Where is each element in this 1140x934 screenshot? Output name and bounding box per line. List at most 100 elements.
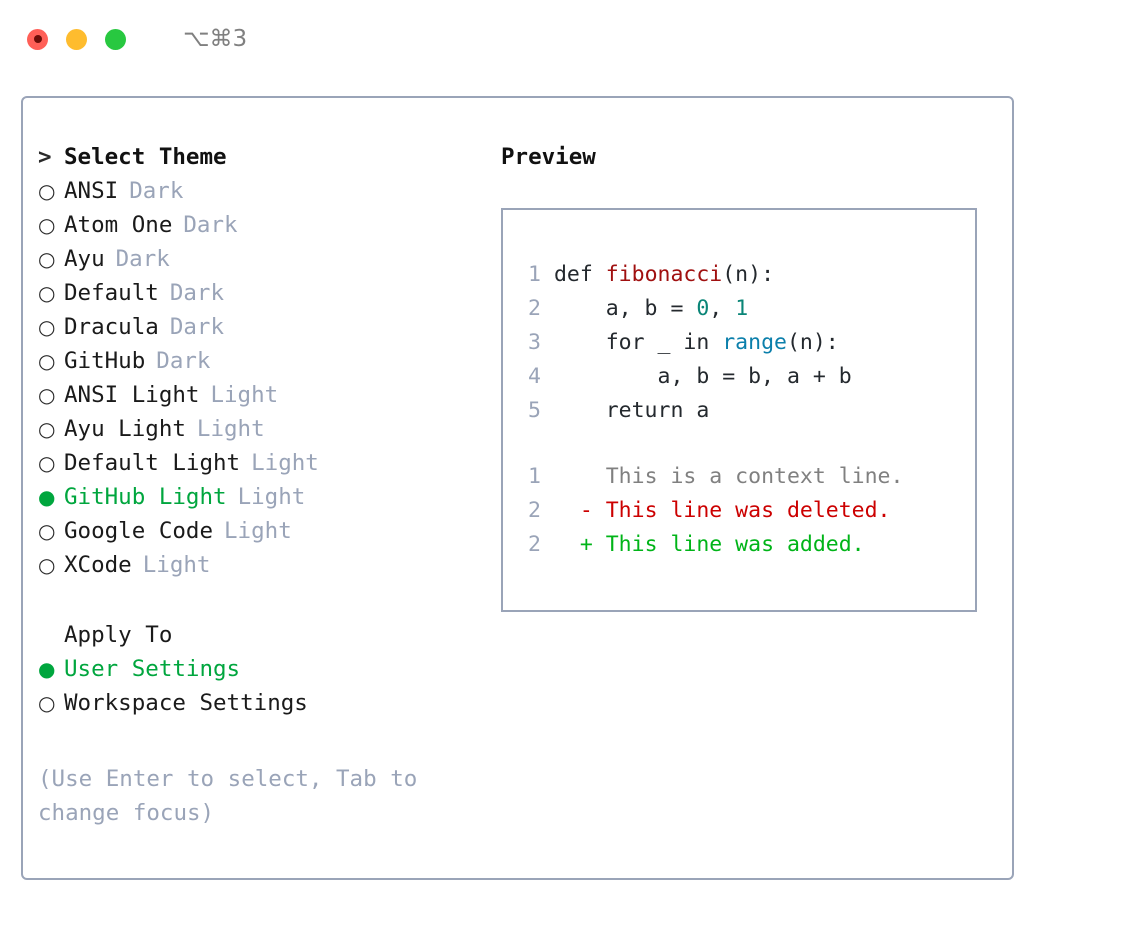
apply-to-marker-placeholder <box>38 623 64 647</box>
apply-to-title: Apply To <box>64 622 173 648</box>
theme-name: ANSI Light <box>64 382 200 408</box>
theme-list-item[interactable]: ○ Google Code Light <box>38 518 468 552</box>
code-line: 3 for _ in range(n): <box>519 326 852 360</box>
theme-name: GitHub <box>64 348 146 374</box>
theme-variant-badge: Light <box>142 552 211 578</box>
theme-name: Default <box>64 280 159 306</box>
diff-sign: + <box>541 532 606 557</box>
code-gutter-gap <box>541 364 554 389</box>
theme-list-item[interactable]: ○ ANSI Dark <box>38 178 468 212</box>
code-line-number: 2 <box>528 296 541 321</box>
code-token: , <box>709 296 736 321</box>
theme-variant-badge: Light <box>196 416 265 442</box>
diff-line-number: 2 <box>528 498 541 523</box>
theme-variant-badge: Light <box>224 518 292 544</box>
theme-name: Default Light <box>64 450 241 476</box>
code-token: 0 <box>696 296 710 321</box>
keyboard-hint-text: (Use Enter to select, Tab to change focu… <box>38 766 418 826</box>
apply-to-option[interactable]: ○ Workspace Settings <box>38 690 468 724</box>
diff-sample: 1 This is a context line.2 - This line w… <box>519 460 903 562</box>
diff-text: This line was deleted. <box>605 498 891 523</box>
diff-line: 1 This is a context line. <box>519 460 903 494</box>
minimize-button[interactable] <box>66 28 87 50</box>
code-token: (n): <box>786 330 839 355</box>
theme-variant-badge: Dark <box>129 178 184 204</box>
code-line-number: 4 <box>528 364 541 389</box>
caret-icon: > <box>38 144 52 170</box>
code-line-number: 3 <box>528 330 541 355</box>
apply-to-option-label: User Settings <box>64 656 241 682</box>
radio-unselected-icon: ○ <box>38 691 56 715</box>
code-token: a, b = b, a + b <box>553 364 852 389</box>
theme-name: Ayu Light <box>64 416 186 442</box>
diff-sign <box>541 464 606 489</box>
radio-unselected-icon: ○ <box>38 383 56 407</box>
radio-unselected-icon: ○ <box>38 417 56 441</box>
theme-name: ANSI <box>64 178 119 204</box>
theme-variant-badge: Light <box>237 484 306 510</box>
code-token: range <box>722 330 787 355</box>
code-token: fibonacci <box>605 262 723 287</box>
theme-name: GitHub Light <box>64 484 227 510</box>
code-gutter-gap <box>541 262 554 287</box>
apply-to-option-label: Workspace Settings <box>64 690 308 716</box>
diff-text: This is a context line. <box>605 464 904 489</box>
radio-unselected-icon: ○ <box>38 179 56 203</box>
radio-unselected-icon: ○ <box>38 213 56 237</box>
theme-list-item[interactable]: ● GitHub Light Light <box>38 484 468 518</box>
radio-selected-icon: ● <box>38 485 56 509</box>
code-token: a, b = <box>553 296 697 321</box>
code-line: 1 def fibonacci(n): <box>519 258 852 292</box>
theme-variant-badge: Light <box>210 382 279 408</box>
code-gutter-gap <box>541 398 554 423</box>
keyboard-shortcut-label: ⌥⌘3 <box>183 26 248 52</box>
theme-name: XCode <box>64 552 132 578</box>
theme-list-item[interactable]: ○ Ayu Dark <box>38 246 468 280</box>
diff-sign: - <box>541 498 606 523</box>
preview-box: 1 def fibonacci(n): 2 a, b = 0, 1 3 for _ … <box>501 208 977 612</box>
theme-variant-badge: Dark <box>183 212 238 238</box>
diff-line-number: 2 <box>528 532 541 557</box>
code-line: 4 a, b = b, a + b <box>519 360 852 394</box>
theme-list-item[interactable]: ○ Atom One Dark <box>38 212 468 246</box>
theme-variant-badge: Dark <box>115 246 170 272</box>
theme-name: Ayu <box>64 246 105 272</box>
close-button[interactable] <box>27 28 48 50</box>
window-controls <box>27 28 126 50</box>
theme-list-item[interactable]: ○ ANSI Light Light <box>38 382 468 416</box>
radio-unselected-icon: ○ <box>38 315 56 339</box>
code-token: for _ in <box>553 330 723 355</box>
maximize-button[interactable] <box>105 28 126 50</box>
preview-title: Preview <box>501 144 596 170</box>
radio-unselected-icon: ○ <box>38 247 56 271</box>
theme-name: Atom One <box>64 212 173 238</box>
code-line-number: 5 <box>528 398 541 423</box>
apply-to-header: Apply To <box>38 622 468 656</box>
code-token: def <box>553 262 606 287</box>
theme-name: Google Code <box>64 518 214 544</box>
code-line: 5 return a <box>519 394 852 428</box>
diff-line-number: 1 <box>528 464 541 489</box>
radio-unselected-icon: ○ <box>38 519 56 543</box>
select-theme-title: Select Theme <box>64 144 227 170</box>
theme-list-item[interactable]: ○ Ayu Light Light <box>38 416 468 450</box>
code-token: return a <box>553 398 710 423</box>
diff-line: 2 - This line was deleted. <box>519 494 903 528</box>
apply-to-list: ●User Settings○ Workspace Settings <box>38 656 468 724</box>
preview-panel: Preview 1 def fibonacci(n):2 a, b = 0, 1… <box>501 144 1001 612</box>
radio-unselected-icon: ○ <box>38 349 56 373</box>
code-gutter-gap <box>541 330 554 355</box>
diff-text: This line was added. <box>605 532 865 557</box>
apply-to-option[interactable]: ●User Settings <box>38 656 468 690</box>
theme-variant-badge: Light <box>251 450 319 476</box>
